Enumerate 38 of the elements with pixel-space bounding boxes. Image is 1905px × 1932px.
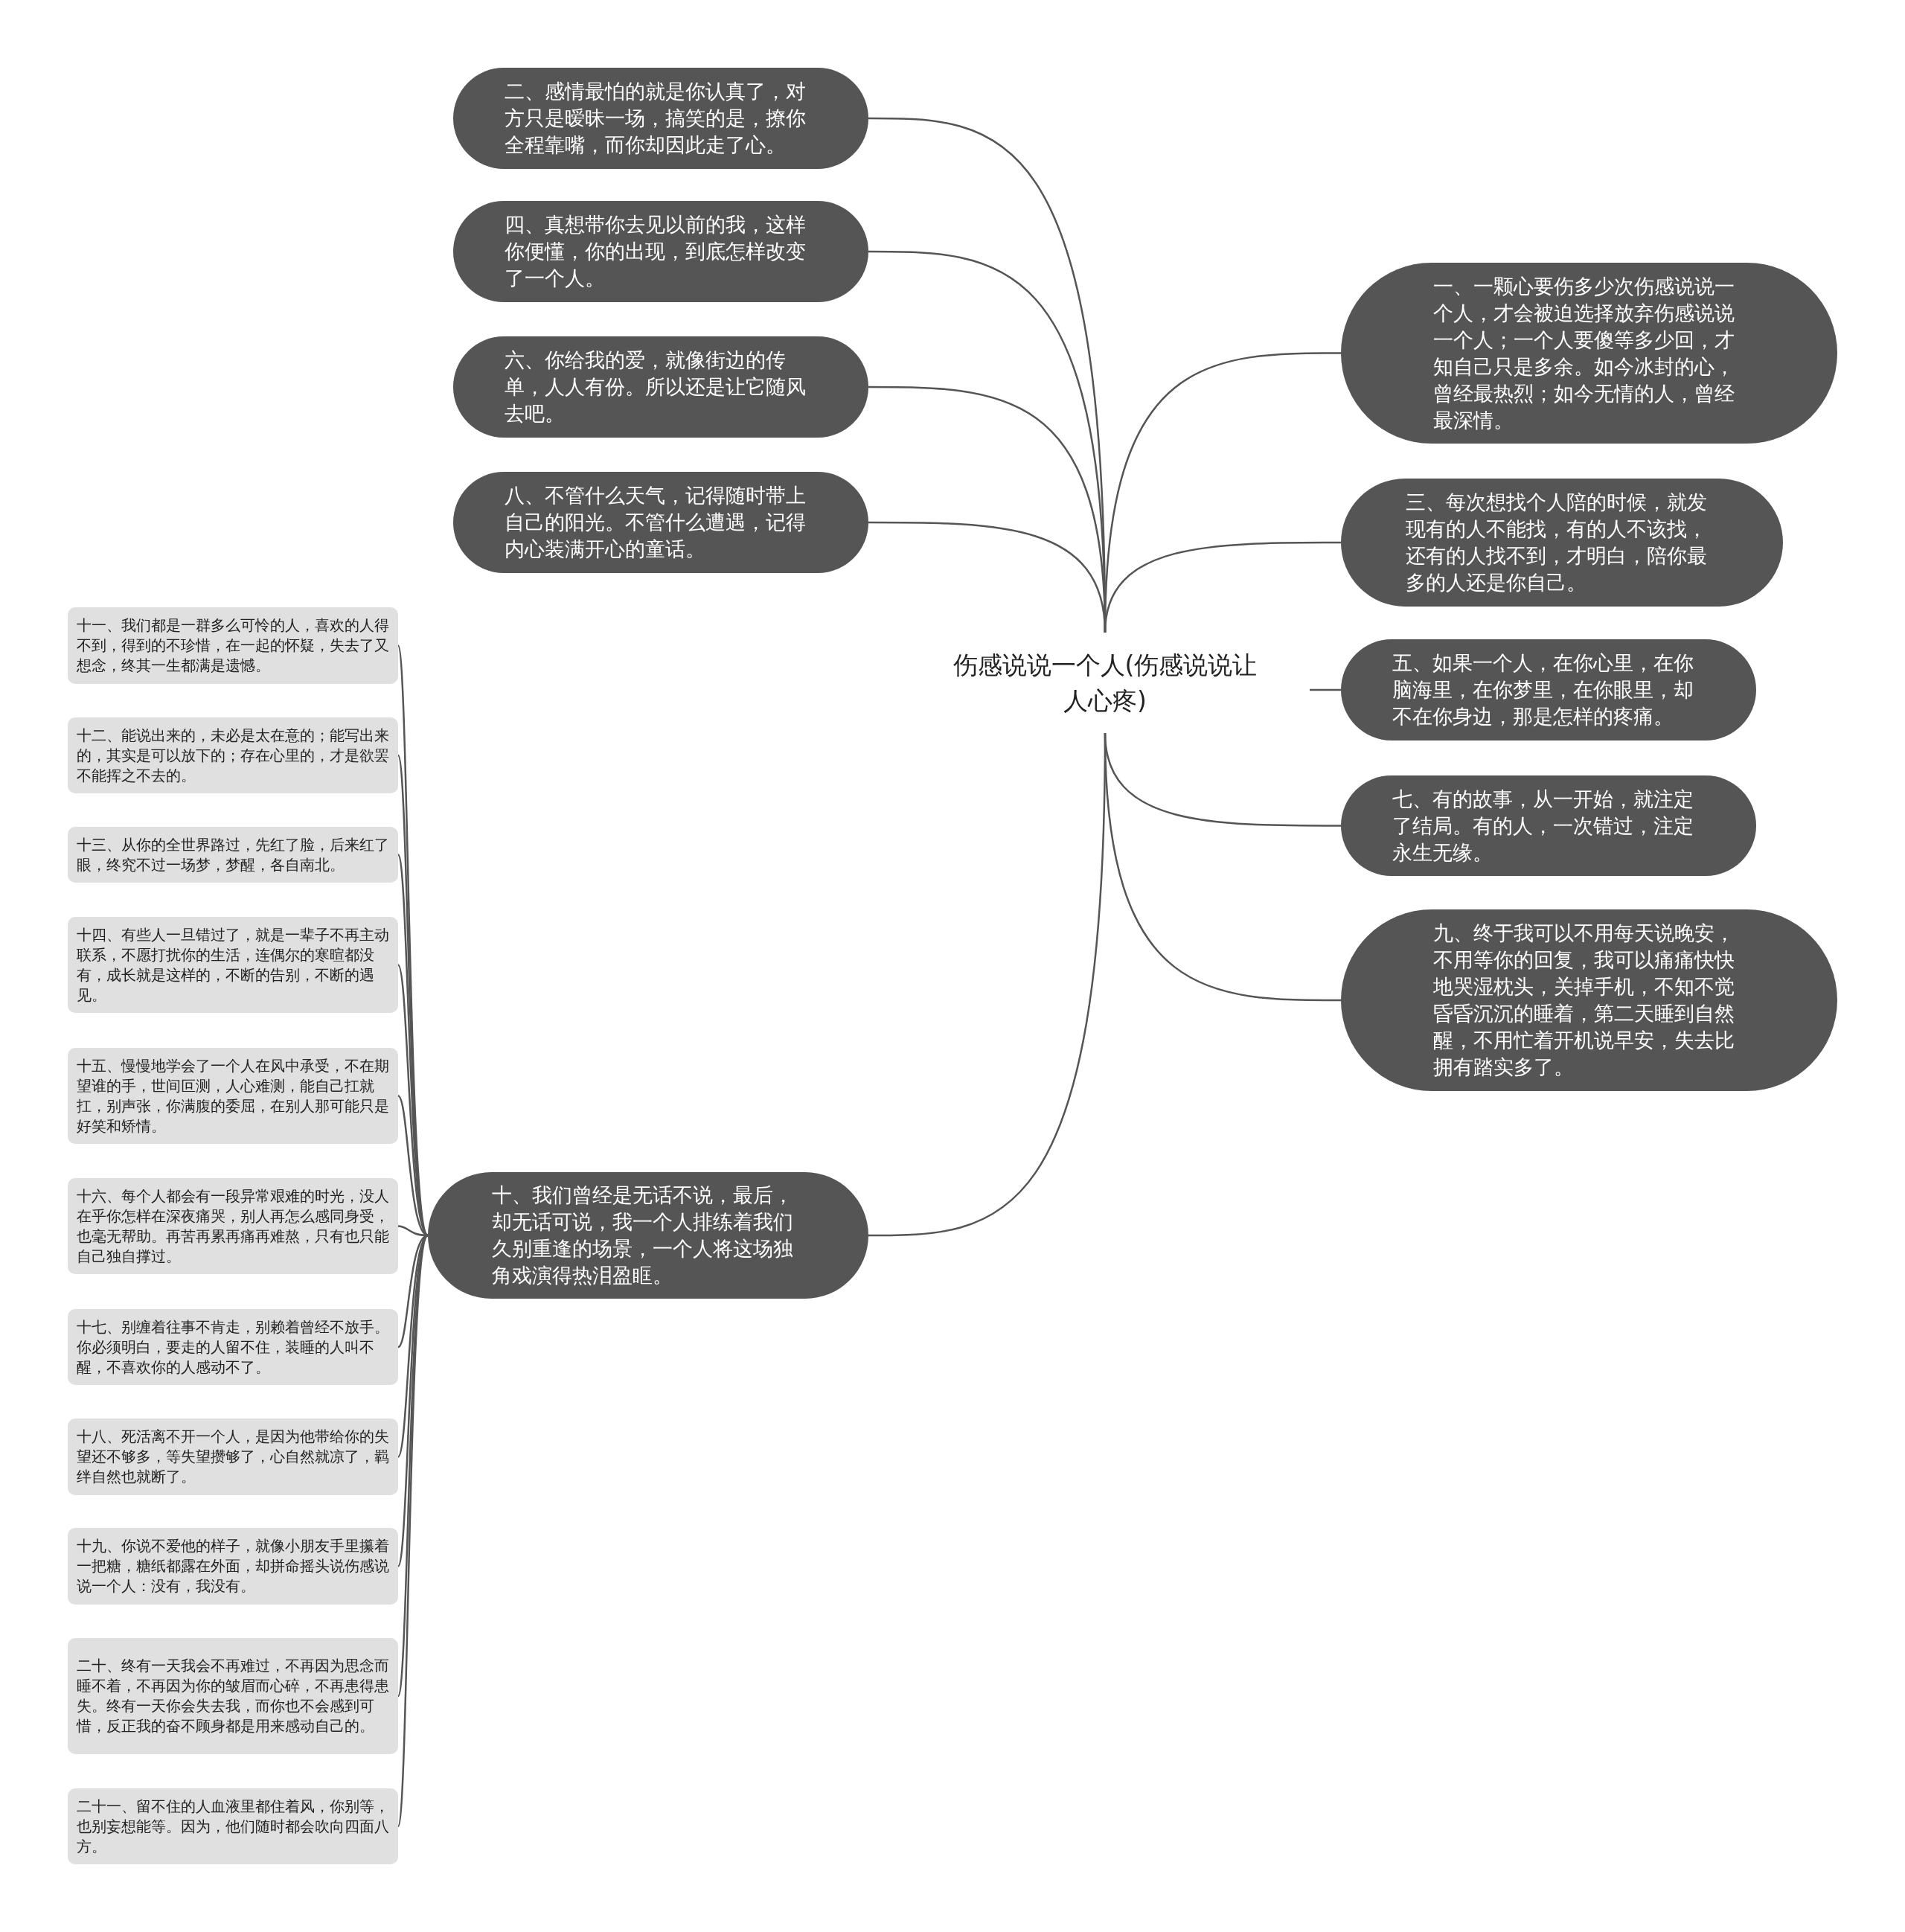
connector-line [1104, 541, 1341, 633]
topic-text: 四、真想带你去见以前的我，这样你便懂，你的出现，到底怎样改变了一个人。 [505, 212, 807, 291]
topic-text: 十六、每个人都会有一段异常艰难的时光，没人在乎你怎样在深夜痛哭，别人再怎么感同身受，也毫无帮助。再苦再累再痛再难熬，只有也只能自己独自撑过。 [77, 1186, 390, 1267]
topic-text: 十一、我们都是一群多么可怜的人，喜欢的人得不到，得到的不珍惜，在一起的怀疑，失去了又想念，终其一生都满是遗憾。 [77, 615, 390, 676]
subtopic-box [68, 827, 398, 883]
topic-text: 二、感情最怕的就是你认真了，对方只是暧昧一场，搞笑的是，撩你全程靠嘴，而你却因此走了心。 [505, 79, 807, 158]
topic-text: 十八、死活离不开一个人，是因为他带给你的失望还不够多，等失望攒够了，心自然就凉了，羁绊自然也就断了。 [77, 1427, 390, 1487]
topic-text: 二十一、留不住的人血液里都住着风，你别等，也别妄想能等。因为，他们随时都会吹向四面八方。 [77, 1796, 390, 1857]
topic-text: 九、终于我可以不用每天说晚安，不用等你的回复，我可以痛痛快快地哭湿枕头，关掉手机，不知不觉昏昏沉沉的睡着，第二天睡到自然醒，不用忙着开机说早安，失去比拥有踏实多了。 [1432, 921, 1735, 1080]
subtopic-box [68, 607, 398, 684]
topic-text: 八、不管什么天气，记得随时带上自己的阳光。不管什么遭遇，记得内心装满开心的童话。 [505, 483, 807, 562]
topic-text: 十三、从你的全世界路过，先红了脸，后来红了眼，终究不过一场梦，梦醒，各自南北。 [77, 834, 390, 875]
subtopic-box [68, 1418, 398, 1495]
subtopic-box [68, 1178, 398, 1274]
topic-text: 七、有的故事，从一开始，就注定了结局。有的人，一次错过，注定永生无缘。 [1392, 786, 1694, 866]
central-topic: 伤感说说一个人(伤感说说让人心疼) [900, 633, 1310, 733]
subtopic-box [68, 1309, 398, 1385]
topic-text: 三、每次想找个人陪的时候，就发现有的人不能找，有的人不该找，还有的人找不到，才明白，陪你最多的人还是你自己。 [1406, 490, 1708, 595]
subtopic-box [68, 1788, 398, 1864]
topic-text: 十二、能说出来的，未必是太在意的；能写出来的，其实是可以放下的；存在心里的，才是欲罢不能挥之不去的。 [77, 725, 390, 786]
subtopic-box [68, 1528, 398, 1605]
connector-line [397, 1235, 429, 1827]
topic-text: 五、如果一个人，在你心里，在你脑海里，在你梦里，在你眼里，却不在你身边，那是怎样的疼痛。 [1392, 650, 1694, 729]
topic-text: 一、一颗心要伤多少次伤感说说一个人，才会被迫选择放弃伤感说说一个人；一个人要傻等多少回，才知自己只是多余。如今冰封的心，曾经最热烈；如今无情的人，曾经最深情。 [1432, 273, 1735, 433]
connector-line [868, 732, 1107, 1237]
subtopic-box [68, 917, 398, 1013]
subtopic-box [68, 1048, 398, 1144]
topic-text: 十九、你说不爱他的样子，就像小朋友手里攥着一把糖，糖纸都露在外面，却拼命摇头说伤感说说一个人：没有，我没有。 [77, 1536, 390, 1596]
topic-text: 六、你给我的爱，就像街边的传单，人人有份。所以还是让它随风去吧。 [505, 348, 807, 426]
topic-text: 十四、有些人一旦错过了，就是一辈子不再主动联系，不愿打扰你的生活，连偶尔的寒暄都没有，成长就是这样的，不断的告别，不断的遇见。 [77, 924, 390, 1005]
topic-text: 十七、别缠着往事不肯走，别赖着曾经不放手。你必须明白，要走的人留不住，装睡的人叫不醒，不喜欢你的人感动不了。 [77, 1317, 390, 1378]
connector-line [1310, 688, 1341, 691]
topic-text: 十五、慢慢地学会了一个人在风中承受，不在期望谁的手，世间叵测，人心难测，能自己扛就扛，别声张，你满腹的委屈，在别人那可能只是好笑和矫情。 [77, 1055, 390, 1136]
topic-text: 二十、终有一天我会不再难过，不再因为思念而睡不着，不再因为你的皱眉而心碎，不再患得患失。终有一天你会失去我，而你也不会感到可惜，反正我的奋不顾身都是用来感动自己的。 [77, 1656, 390, 1736]
subtopic-box [68, 717, 398, 793]
subtopic-box [68, 1638, 398, 1754]
topic-text: 十、我们曾经是无话不说，最后，却无话可说，我一个人排练着我们久别重逢的场景，一个人将这场独角戏演得热泪盈眶。 [492, 1183, 794, 1288]
connector-line [397, 645, 429, 1236]
